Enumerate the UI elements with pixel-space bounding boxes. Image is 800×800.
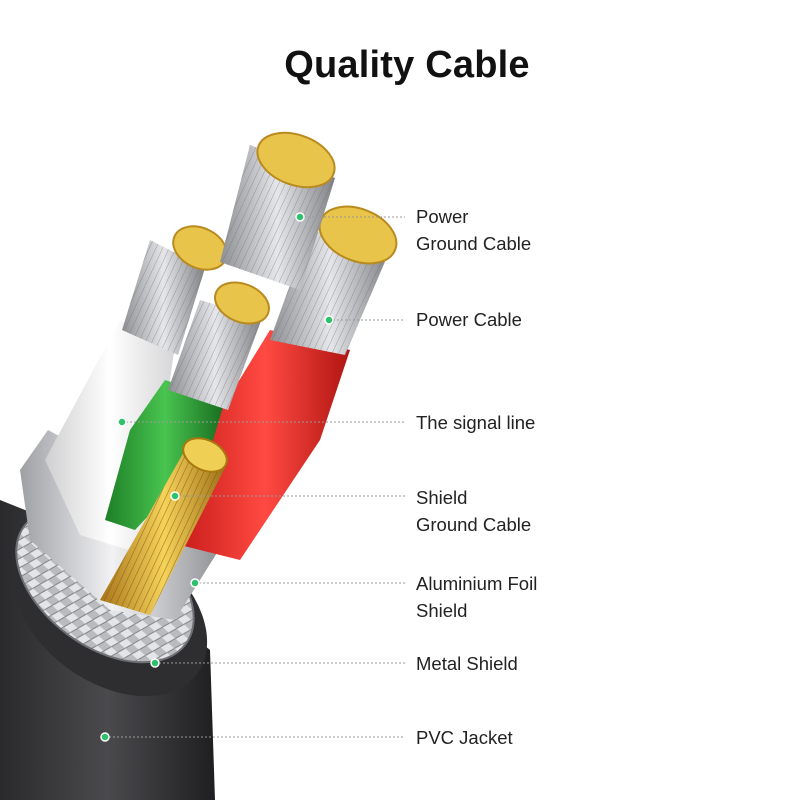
- label-line: Ground Cable: [416, 233, 532, 254]
- label-line: Shield: [416, 487, 468, 508]
- label-line: Power: [416, 206, 469, 227]
- diagram-title: Quality Cable: [284, 44, 530, 86]
- label-line: PVC Jacket: [416, 727, 513, 748]
- leader-dot-metal-shield: [150, 658, 160, 668]
- label-line: The signal line: [416, 412, 536, 433]
- power-ground-wire-shape: [220, 131, 336, 290]
- green-wire-shape: [105, 281, 270, 530]
- label-line: Power Cable: [416, 309, 522, 330]
- label-line: Metal Shield: [416, 653, 518, 674]
- label-line: Aluminium Foil: [416, 573, 538, 594]
- label-line: Ground Cable: [416, 514, 532, 535]
- label-signal-line: The signal line: [416, 409, 535, 436]
- label-metal-shield: Metal Shield: [416, 650, 518, 677]
- label-power-ground-cable: Power Ground Cable: [416, 203, 531, 257]
- leader-dot-power-ground: [295, 212, 305, 222]
- leader-dot-power: [324, 315, 334, 325]
- label-power-cable: Power Cable: [416, 306, 522, 333]
- leader-dot-shield-ground: [170, 491, 180, 501]
- leader-dot-signal: [117, 417, 127, 427]
- label-line: Shield: [416, 600, 468, 621]
- leader-lines: [100, 212, 405, 742]
- label-shield-ground-cable: Shield Ground Cable: [416, 484, 531, 538]
- leader-dot-aluminium-foil: [190, 578, 200, 588]
- leader-dot-pvc-jacket: [100, 732, 110, 742]
- shield-ground-wire-shape: [100, 437, 228, 615]
- label-pvc-jacket: PVC Jacket: [416, 724, 513, 751]
- label-aluminium-foil-shield: Aluminium Foil Shield: [416, 570, 537, 624]
